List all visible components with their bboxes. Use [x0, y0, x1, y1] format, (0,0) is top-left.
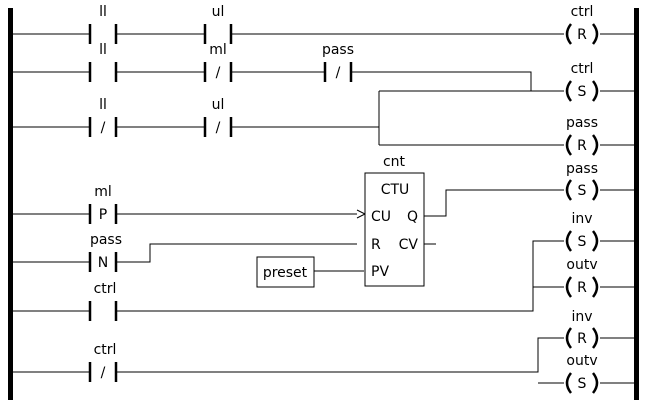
contact-label: ll — [99, 97, 107, 113]
contact-label: ctrl — [94, 342, 117, 358]
coil-symbol: S — [578, 234, 587, 250]
contact-label: ctrl — [94, 281, 117, 297]
preset-label: preset — [263, 265, 308, 281]
counter-input-pv: PV — [371, 264, 389, 280]
left-power-rail — [8, 8, 13, 400]
coil-label: ctrl — [571, 4, 594, 20]
contact-label: ul — [212, 97, 225, 113]
coil-ctrl-reset[interactable]: ctrl R — [565, 4, 599, 45]
coil-outv-set[interactable]: outv S — [565, 353, 599, 394]
contact-ctrl[interactable]: ctrl — [88, 281, 118, 321]
counter-type: CTU — [381, 182, 410, 198]
preset-box — [256, 256, 315, 288]
coil-symbol: R — [577, 331, 587, 347]
preset-variable[interactable]: preset — [256, 256, 315, 288]
coil-ctrl-set[interactable]: ctrl S — [565, 61, 599, 102]
contact-ll-1[interactable]: ll — [88, 4, 118, 44]
coil-label: ctrl — [571, 61, 594, 77]
coil-outv-reset[interactable]: outv R — [565, 257, 599, 298]
contact-symbol: / — [216, 120, 221, 136]
counter-output-cv: CV — [399, 237, 419, 253]
counter-box — [364, 172, 425, 287]
coil-label: inv — [571, 309, 592, 325]
contact-label: ll — [99, 42, 107, 58]
contact-label: pass — [322, 42, 354, 58]
coil-label: inv — [571, 211, 592, 227]
coil-symbol: S — [578, 183, 587, 199]
counter-input-cu: CU — [371, 209, 391, 225]
contact-pass-negated[interactable]: pass / — [322, 42, 354, 82]
coil-label: outv — [566, 257, 597, 273]
contact-label: ll — [99, 4, 107, 20]
contact-symbol: / — [101, 120, 106, 136]
contact-ll-2[interactable]: ll — [88, 42, 118, 82]
contact-symbol: / — [101, 365, 106, 381]
counter-input-r: R — [371, 237, 381, 253]
coil-pass-set[interactable]: pass S — [565, 161, 599, 201]
coil-symbol: R — [577, 27, 587, 43]
contact-ml-rising-edge[interactable]: ml P — [88, 184, 118, 224]
coil-label: pass — [566, 161, 598, 177]
wires — [13, 33, 634, 384]
counter-instance-name: cnt — [383, 154, 406, 170]
contact-ul-1[interactable]: ul — [203, 4, 233, 44]
coil-symbol: R — [577, 280, 587, 296]
contact-pass-falling-edge[interactable]: pass N — [88, 232, 122, 272]
contact-ul-negated[interactable]: ul / — [203, 97, 233, 137]
contact-ml-negated[interactable]: ml / — [203, 42, 233, 82]
contact-ll-negated[interactable]: ll / — [88, 97, 118, 137]
coil-symbol: R — [577, 138, 587, 154]
contact-symbol: / — [336, 65, 341, 81]
coil-inv-reset[interactable]: inv R — [565, 309, 599, 349]
contact-label: ml — [209, 42, 227, 58]
coil-symbol: S — [578, 376, 587, 392]
coil-pass-reset[interactable]: pass R — [565, 115, 599, 156]
contact-ctrl-negated[interactable]: ctrl / — [88, 342, 118, 382]
right-power-rail — [634, 8, 639, 400]
contact-label: pass — [90, 232, 122, 248]
contact-label: ml — [94, 184, 112, 200]
coil-label: pass — [566, 115, 598, 131]
contact-symbol: N — [98, 255, 108, 271]
contact-label: ul — [212, 4, 225, 20]
coil-inv-set[interactable]: inv S — [565, 211, 599, 252]
contact-symbol: / — [216, 65, 221, 81]
counter-output-q: Q — [407, 209, 418, 225]
coil-label: outv — [566, 353, 597, 369]
cu-arrow-icon — [356, 209, 367, 219]
contact-symbol: P — [99, 207, 107, 223]
coil-symbol: S — [578, 84, 587, 100]
counter-block[interactable]: cnt CTU CU R PV Q CV — [364, 154, 425, 287]
